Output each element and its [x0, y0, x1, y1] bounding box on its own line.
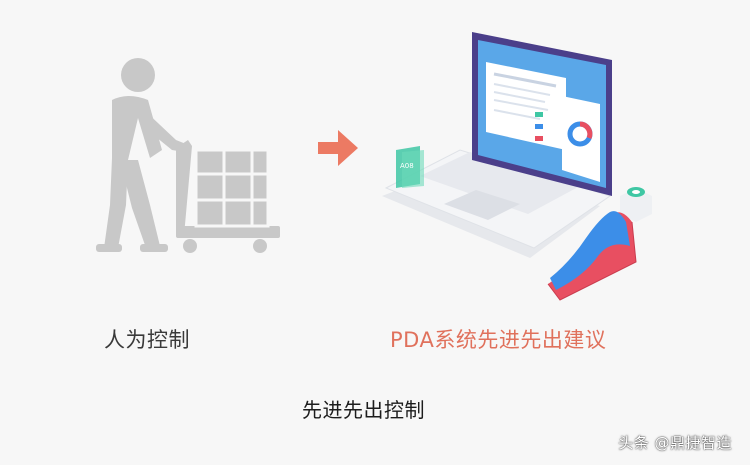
manual-control-label: 人为控制 [104, 328, 190, 352]
fifo-caption: 先进先出控制 [302, 398, 425, 422]
person-pushing-cart-icon [96, 58, 280, 253]
pda-suggestion-label: PDA系统先进先出建议 [390, 328, 607, 352]
source-watermark: 头条 @鼎捷智造 [618, 434, 732, 452]
teal-badge-icon [620, 187, 652, 222]
side-screen-chip: A08 [396, 146, 424, 188]
screen-chip-text: A08 [400, 162, 414, 170]
wave-chart-icon [547, 211, 637, 301]
